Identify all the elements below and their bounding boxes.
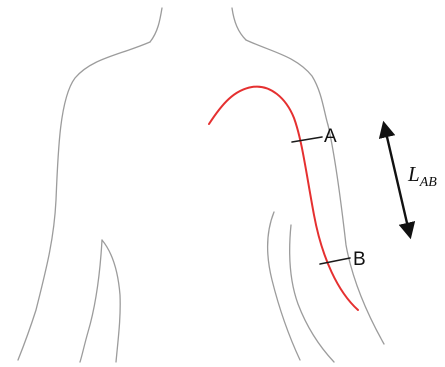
neck-right-outline xyxy=(232,8,246,40)
point-a-tick xyxy=(292,137,322,142)
artery-path xyxy=(209,87,358,310)
left-shoulder-arm-outline xyxy=(18,42,150,360)
right-torso-outline xyxy=(268,212,300,360)
neck-left-outline xyxy=(150,8,162,42)
point-b-tick xyxy=(320,258,350,264)
length-label: LAB xyxy=(407,162,437,190)
length-label-main: L xyxy=(407,162,420,186)
point-b-label: B xyxy=(353,249,366,270)
length-arrow xyxy=(384,124,410,236)
point-a-label: A xyxy=(324,126,337,147)
left-torso-outline xyxy=(102,240,120,362)
length-label-subscript: AB xyxy=(419,175,438,190)
left-inner-arm-outline xyxy=(80,240,102,362)
right-inner-arm-outline xyxy=(290,225,334,362)
right-shoulder-outline xyxy=(246,40,328,125)
right-outer-arm-outline xyxy=(328,125,384,344)
